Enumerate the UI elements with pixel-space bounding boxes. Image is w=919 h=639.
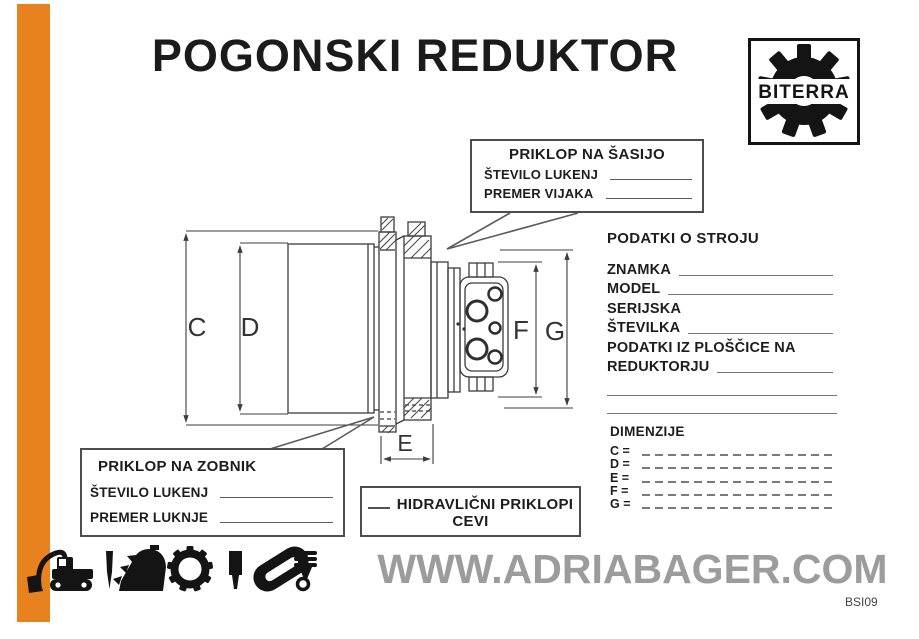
machine-data-row: ZNAMKA [607,258,839,278]
machine-data-row: REDUKTORJU [607,356,839,375]
dimension-letters: C D E F G [188,312,566,456]
accent-orange-bar [17,4,50,622]
chassis-holes-blank-field [610,178,692,180]
dim-g-label: G = [610,496,631,511]
brand-blank-field [679,274,833,276]
gear-icon [166,546,214,592]
sprocket-field-row: PREMER LUKNJE [90,510,333,525]
piston-icon [294,551,317,592]
sprocket-holes-label: ŠTEVILO LUKENJ [90,485,209,500]
sprocket-callout-box: PRIKLOP NA ZOBNIK ŠTEVILO LUKENJ PREMER … [80,448,345,537]
website-watermark: WWW.ADRIABAGER.COM [377,546,888,592]
chassis-field-row: PREMER VIJAKA [484,186,692,201]
callout-leader-lines [269,212,579,450]
hydraulic-line1: HIDRAVLIČNI PRIKLOPI [362,496,579,513]
gearbox-outline [287,216,509,433]
dim-letter-e: E [397,430,412,456]
plate-data-label: PODATKI IZ PLOŠČICE NA [607,339,796,356]
dim-letter-g: G [545,316,565,346]
sprocket-hole-diameter-blank-field [220,521,333,523]
dim-e-blank-field [642,480,832,483]
sprocket-callout-title: PRIKLOP NA ZOBNIK [98,458,257,475]
dim-d-label: D = [610,457,630,472]
dimension-row: D = [610,457,836,472]
plate-pin-dots [456,322,466,331]
serial-number-blank-field [688,332,833,334]
page-title: POGONSKI REDUKTOR [151,30,679,81]
section-hatching [378,217,432,434]
reducer-blank-field [717,371,833,373]
dimension-row: E = [610,470,836,485]
chisel-icon [106,551,113,589]
dimensions-heading: DIMENZIJE [610,424,685,439]
serial-word2-label: ŠTEVILKA [607,320,681,336]
extra-blank-field [607,396,837,414]
dimension-lines [183,230,573,464]
dim-letter-d: D [241,312,260,342]
dim-c-blank-field [642,454,832,457]
hydraulic-connections-box: HIDRAVLIČNI PRIKLOPI CEVI [360,486,581,537]
chassis-bolt-diameter-blank-field [605,197,692,199]
dimensions-section: DIMENZIJE C = D = E = F = G = [610,424,836,511]
model-label: MODEL [607,281,661,297]
chassis-callout-title: PRIKLOP NA ŠASIJO [509,146,665,163]
bucket-icon [113,545,166,591]
breaker-bit-icon [229,551,242,589]
brand-label: ZNAMKA [607,261,672,278]
machine-data-section: PODATKI O STROJU ZNAMKA MODEL SERIJSKA Š… [607,230,839,414]
dim-d-blank-field [642,467,832,470]
dimension-row: C = [610,444,836,459]
serial-word1-label: SERIJSKA [607,300,682,317]
reducer-label: REDUKTORJU [607,359,710,375]
sprocket-field-row: ŠTEVILO LUKENJ [90,485,333,500]
dim-f-label: F = [610,483,629,498]
biterra-logo: BITERRA [748,38,860,145]
extra-blank-field [607,375,837,396]
machine-data-row: SERIJSKA [607,297,839,317]
machine-data-row: PODATKI IZ PLOŠČICE NA [607,336,839,356]
dimension-row: F = [610,483,836,498]
dim-letter-f: F [513,315,529,345]
dim-letter-c: C [188,312,207,342]
dimension-row: G = [610,496,836,511]
hydraulic-count-blank-field [367,507,390,509]
machine-data-heading: PODATKI O STROJU [607,230,760,247]
dim-e-label: E = [610,470,630,485]
machinery-icons-row [27,545,317,593]
chassis-field-row: ŠTEVILO LUKENJ [484,167,692,182]
chassis-callout-box: PRIKLOP NA ŠASIJO ŠTEVILO LUKENJ PREMER … [470,139,704,213]
dim-g-blank-field [642,506,832,509]
chassis-bolt-diameter-label: PREMER VIJAKA [484,186,594,201]
hydraulic-label: HIDRAVLIČNI PRIKLOPI [396,496,574,513]
dim-f-blank-field [642,493,832,496]
gear-logo-icon: BITERRA [751,44,857,137]
dim-c-label: C = [610,444,630,459]
hydraulic-ports [465,286,503,365]
sprocket-hole-diameter-label: PREMER LUKNJE [90,510,209,525]
machine-data-row: ŠTEVILKA [607,317,839,336]
excavator-icon [27,549,93,593]
document-code: BSI09 [845,595,878,609]
chassis-holes-label: ŠTEVILO LUKENJ [484,167,599,182]
machine-data-row: MODEL [607,278,839,297]
model-blank-field [668,293,833,295]
hydraulic-line2: CEVI [452,513,489,530]
sprocket-holes-blank-field [220,496,333,498]
logo-text: BITERRA [758,82,849,103]
